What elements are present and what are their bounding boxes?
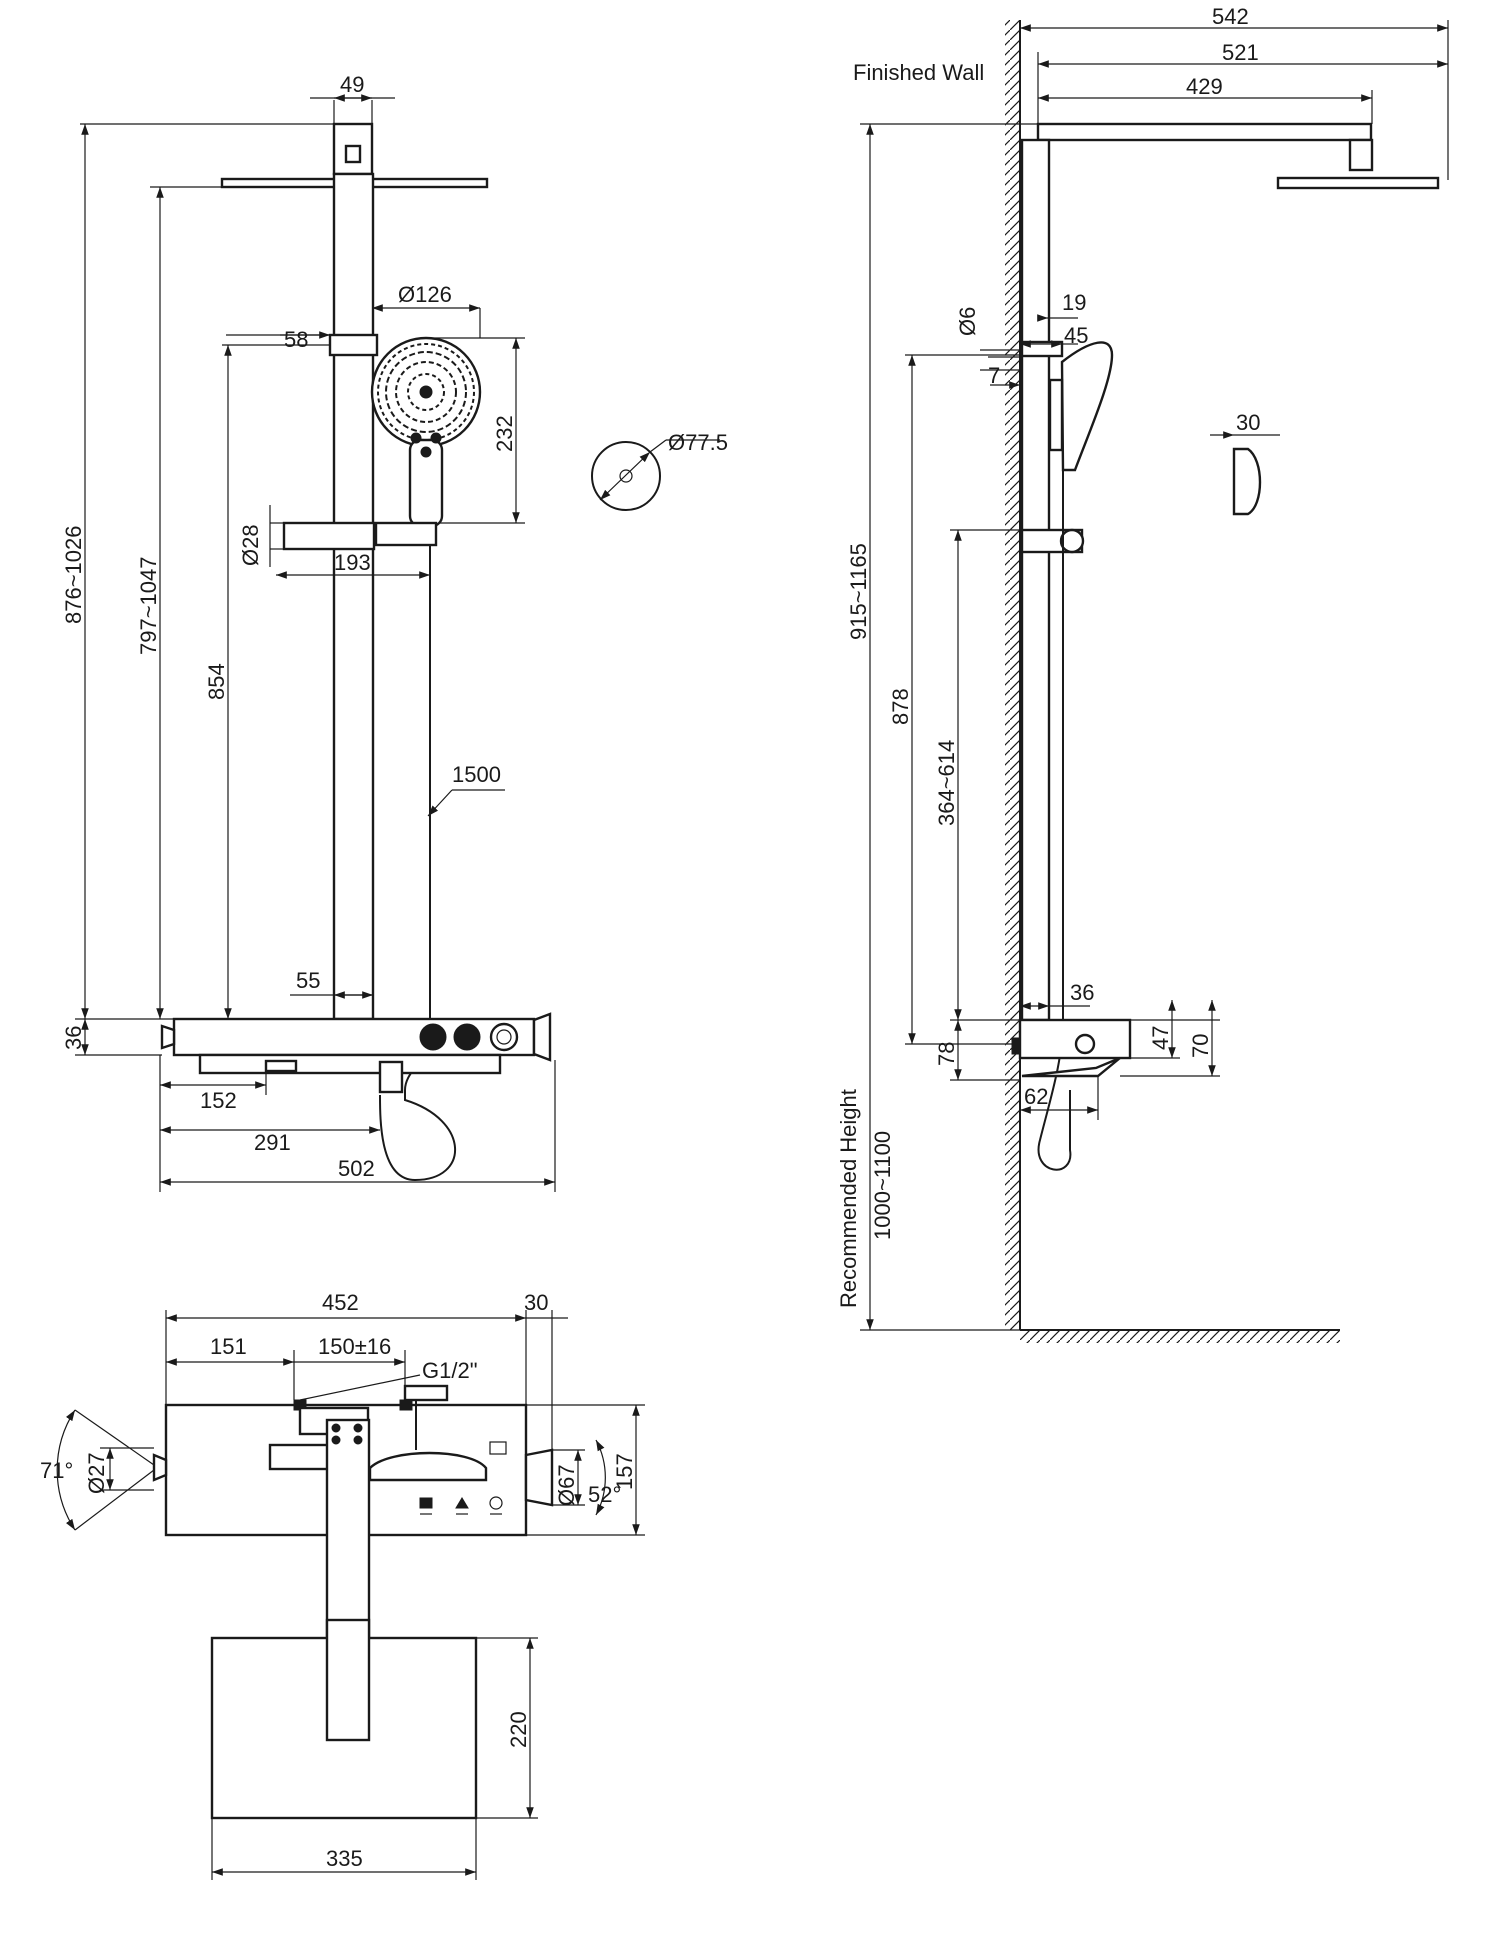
- dim-55: 55: [296, 968, 320, 993]
- top-view: 452 30 151 150±16 G1/2ʺ 71° Ø27 Ø67 52° …: [40, 1290, 645, 1880]
- dim-364-614: 364~614: [934, 740, 959, 826]
- dim-521: 521: [1222, 40, 1259, 65]
- dim-36-front: 36: [61, 1026, 86, 1050]
- flange-symbol: [591, 439, 720, 511]
- dim-876-1026: 876~1026: [61, 526, 86, 625]
- dim-6: Ø6: [955, 307, 980, 336]
- finished-wall-label: Finished Wall: [853, 60, 984, 85]
- pipe-thread-label: G1/2ʺ: [422, 1358, 478, 1383]
- control-knob-1: [419, 1023, 447, 1051]
- overhead-connector-side: [1348, 138, 1374, 172]
- dim-452: 452: [322, 1290, 359, 1315]
- dim-52-deg: 52°: [588, 1482, 621, 1507]
- dim-429: 429: [1186, 74, 1223, 99]
- hand-shower: [370, 336, 482, 547]
- dim-157: 157: [612, 1453, 637, 1490]
- side-holder: [282, 521, 376, 551]
- dim-62: 62: [1024, 1084, 1048, 1109]
- overhead-shower-nut: [344, 144, 362, 164]
- wall-button: [1232, 447, 1262, 516]
- overhead-head-side: [1276, 176, 1440, 190]
- shelf-side: [1018, 1018, 1132, 1060]
- dim-220: 220: [506, 1711, 531, 1748]
- side-dimensions: [860, 20, 1449, 1331]
- top-dimensions: [56, 1310, 645, 1880]
- overhead-rose-top: [368, 1451, 488, 1482]
- shower-icon: [455, 1497, 469, 1509]
- dim-291: 291: [254, 1130, 291, 1155]
- dim-542: 542: [1212, 4, 1249, 29]
- dim-78: 78: [934, 1042, 959, 1066]
- wall-hatch: [1005, 20, 1019, 1330]
- dim-152: 152: [200, 1088, 237, 1113]
- dim-30-button: 30: [1236, 410, 1260, 435]
- front-dimensions: [75, 94, 556, 1192]
- dim-67: Ø67: [554, 1464, 579, 1506]
- riser-pipe: [332, 172, 375, 1021]
- dim-126: Ø126: [398, 282, 452, 307]
- dim-30-top: 30: [524, 1290, 548, 1315]
- dim-70: 70: [1188, 1034, 1213, 1058]
- dim-36-side: 36: [1070, 980, 1094, 1005]
- dim-1500: 1500: [452, 762, 501, 787]
- dim-19: 19: [1062, 290, 1086, 315]
- thermostatic-shelf: [160, 1012, 552, 1094]
- dim-151: 151: [210, 1334, 247, 1359]
- dim-28: Ø28: [238, 524, 263, 566]
- control-knob-3: [489, 1022, 519, 1052]
- dim-49: 49: [340, 72, 364, 97]
- side-view: Finished Wall 542 521 429 Ø6 19 45 7 30 …: [836, 4, 1449, 1343]
- dim-502: 502: [338, 1156, 375, 1181]
- control-knob-2: [453, 1023, 481, 1051]
- dim-797-1047: 797~1047: [136, 557, 161, 656]
- riser-over-box: [325, 1618, 371, 1742]
- shower-arm: [1036, 122, 1373, 142]
- dim-58: 58: [284, 327, 308, 352]
- dim-335: 335: [326, 1846, 363, 1871]
- recommended-height-range: 1000~1100: [870, 1131, 895, 1240]
- riser-pipe-side: [1020, 138, 1051, 1022]
- dim-27: Ø27: [84, 1452, 109, 1494]
- dim-854: 854: [204, 663, 229, 700]
- dim-878: 878: [888, 688, 913, 725]
- drop-icon: [489, 1496, 503, 1510]
- bath-icon: [419, 1497, 433, 1509]
- dim-150-16: 150±16: [318, 1334, 391, 1359]
- dim-915-1165: 915~1165: [846, 543, 871, 640]
- slider-bracket: [328, 333, 379, 357]
- dim-77-5: Ø77.5: [668, 430, 728, 455]
- dim-193: 193: [334, 550, 371, 575]
- dim-232: 232: [492, 415, 517, 452]
- dim-7: 7: [988, 363, 1000, 388]
- dim-71-deg: 71°: [40, 1458, 73, 1483]
- dim-45: 45: [1064, 323, 1088, 348]
- recommended-height-label: Recommended Height: [836, 1089, 861, 1308]
- hand-shower-side: [1060, 341, 1114, 472]
- floor-hatch: [1020, 1331, 1340, 1343]
- front-view: 49 Ø126 58 232 Ø28 193 876~1026 797~1047…: [61, 72, 728, 1192]
- dim-47: 47: [1148, 1026, 1173, 1050]
